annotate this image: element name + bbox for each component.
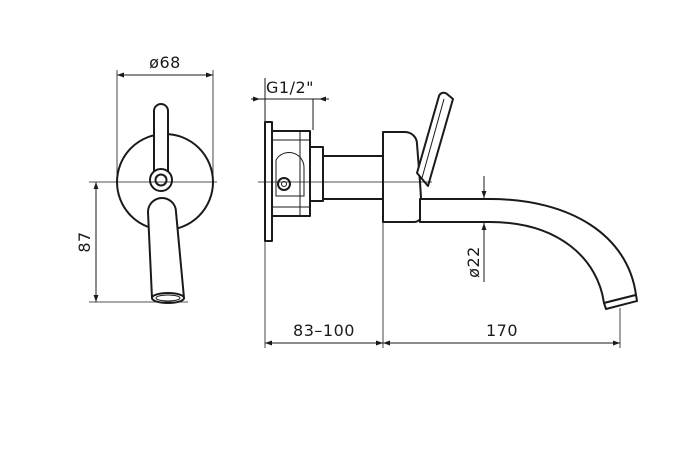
spout-front	[147, 197, 185, 299]
height-label: 87	[75, 231, 94, 252]
neck-sleeve	[322, 155, 384, 200]
lever-body-side	[382, 131, 423, 223]
lever-handle	[153, 103, 169, 179]
diameter-label: ø68	[149, 53, 181, 72]
mixer-body-step	[309, 146, 324, 202]
cartridge-slot	[275, 151, 305, 197]
mixer-body	[271, 130, 311, 217]
front-view: ø68 87	[75, 53, 217, 304]
wall-flange	[264, 121, 273, 242]
spout-outlet-side	[603, 294, 638, 310]
spout-outlet-inner	[155, 294, 181, 302]
thread-label: G1/2"	[266, 78, 314, 97]
spout-diameter-label: ø22	[464, 246, 483, 278]
hub-ring-outer	[149, 168, 173, 192]
cartridge-screw	[277, 177, 291, 191]
spout-length-label: 170	[486, 321, 518, 340]
hub-ring-inner	[154, 173, 168, 187]
spout-side	[419, 198, 637, 304]
side-view: G1/2" ø22 83–100 170	[251, 78, 638, 348]
lever-blade-side	[416, 91, 454, 187]
wall-depth-label: 83–100	[293, 321, 355, 340]
